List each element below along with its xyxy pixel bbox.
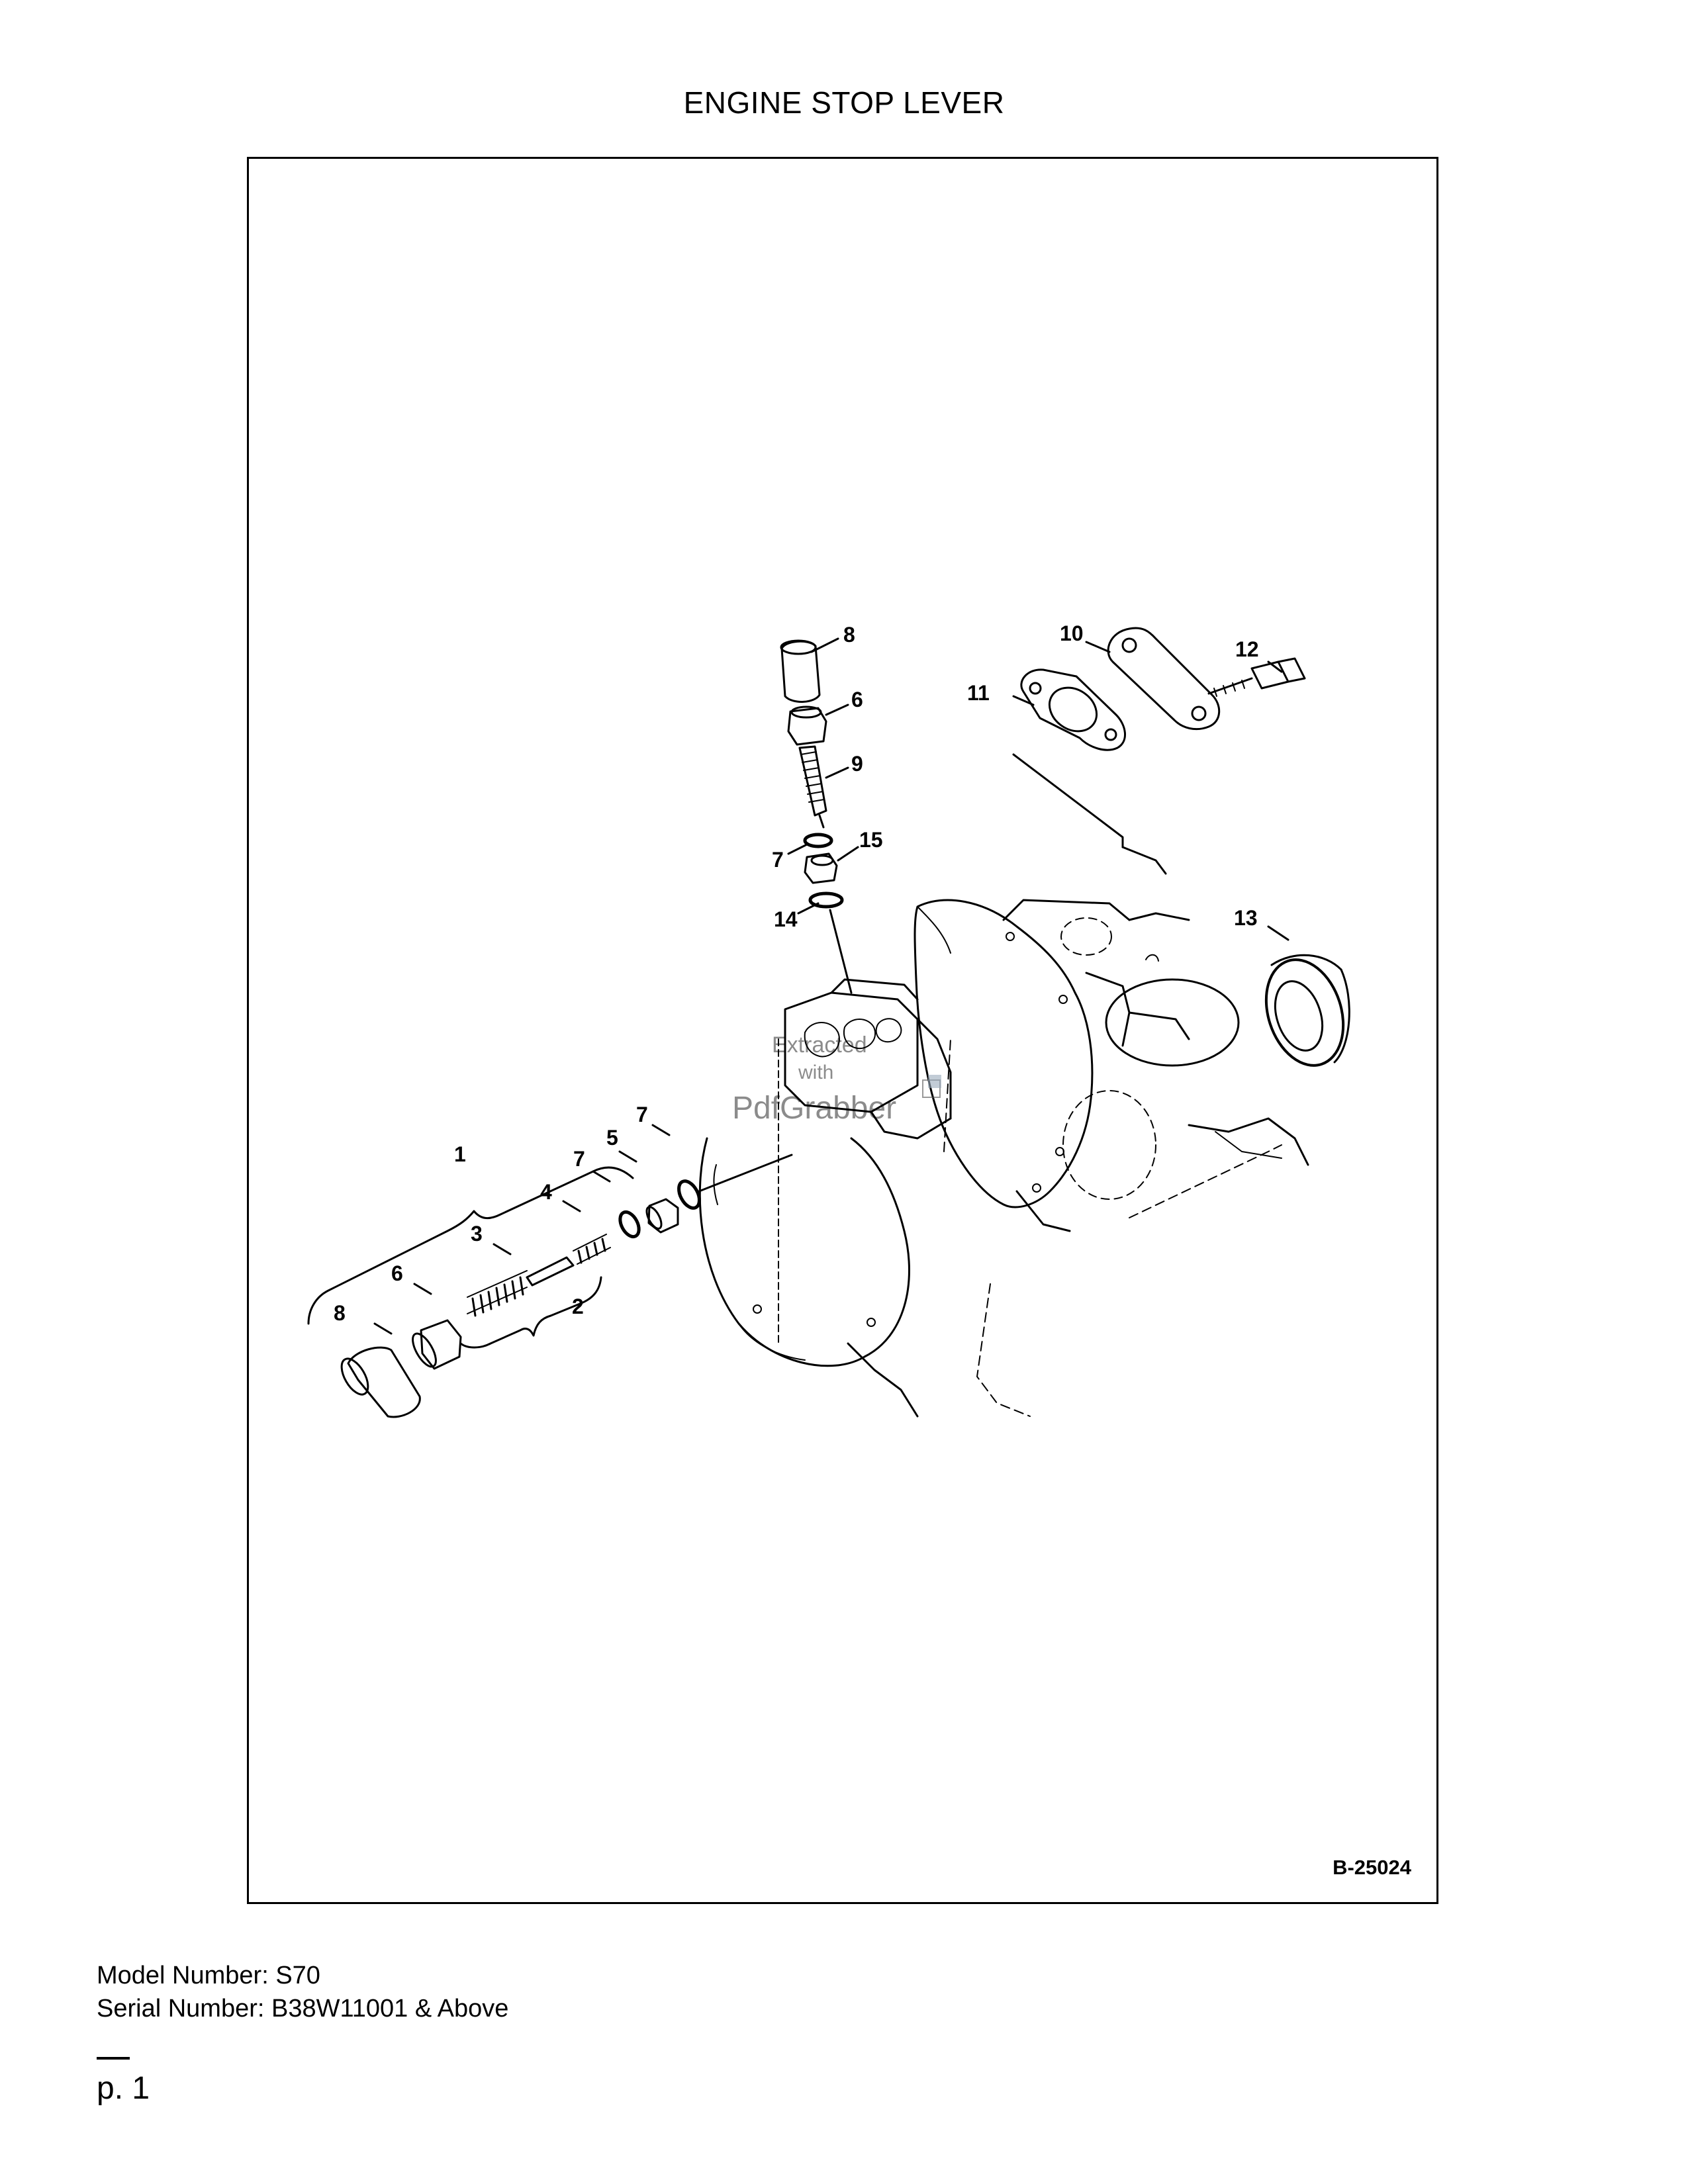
page-number: p. 1 <box>97 2071 150 2106</box>
stop-cover-plate <box>1107 627 1221 731</box>
model-info: Model Number: S70 Serial Number: B38W110… <box>97 1959 508 2025</box>
spring-lower <box>467 1270 528 1298</box>
washer-7a <box>618 1210 641 1239</box>
timing-cover <box>914 899 1094 1208</box>
callout-8-lower: 8 <box>334 1301 346 1325</box>
watermark-line-3: PdfGrabber <box>732 1091 896 1126</box>
model-number: Model Number: S70 <box>97 1962 320 1989</box>
watermark-line-1: Extracted <box>772 1032 867 1058</box>
callout-7-mid: 7 <box>573 1147 585 1171</box>
callout-2: 2 <box>572 1295 584 1318</box>
pump-body <box>784 991 919 1113</box>
gear-cover-left <box>698 1137 910 1367</box>
washer-14 <box>808 891 844 909</box>
watermark-line-2: with <box>798 1062 833 1083</box>
callout-9: 9 <box>851 752 863 776</box>
page-title: ENGINE STOP LEVER <box>683 85 1005 120</box>
callout-8-upper: 8 <box>843 623 855 647</box>
serial-number: Serial Number: B38W11001 & Above <box>97 1995 509 2023</box>
cover-bolt <box>1250 660 1289 690</box>
callout-14: 14 <box>774 907 798 931</box>
exploded-parts-diagram: 8 6 9 7 15 14 10 11 12 13 1 2 3 4 5 6 7 … <box>307 621 1350 1418</box>
cap-upper <box>780 640 821 703</box>
washer-7b <box>677 1179 701 1210</box>
callout-7-right: 7 <box>636 1103 648 1126</box>
bracket-group-2 <box>459 1276 602 1349</box>
callout-3: 3 <box>471 1222 483 1246</box>
bracket-group-1 <box>307 1166 634 1325</box>
washer-upper <box>803 833 833 848</box>
callout-13: 13 <box>1234 906 1258 930</box>
page-divider <box>97 2057 130 2060</box>
callout-5: 5 <box>606 1126 618 1150</box>
adjuster-screw <box>798 745 827 817</box>
figure-code: B-25024 <box>1333 1856 1411 1879</box>
nut-lower <box>420 1319 462 1370</box>
shaft <box>526 1256 575 1287</box>
o-ring <box>1105 978 1240 1067</box>
nut-5 <box>647 1198 679 1234</box>
oil-seal <box>1264 958 1345 1067</box>
callout-4: 4 <box>540 1180 552 1204</box>
callout-7-upper: 7 <box>772 848 784 872</box>
callout-6-lower: 6 <box>391 1261 403 1285</box>
callout-15: 15 <box>859 828 883 852</box>
gasket <box>1020 668 1127 751</box>
cap-lower <box>347 1346 421 1418</box>
nut-15 <box>804 852 838 884</box>
diagram-frame: 8 6 9 7 15 14 10 11 12 13 1 2 3 4 5 6 7 … <box>247 157 1438 1904</box>
callout-12: 12 <box>1235 637 1259 661</box>
callout-11: 11 <box>967 681 990 705</box>
callout-1: 1 <box>454 1142 466 1166</box>
callout-10: 10 <box>1060 621 1084 645</box>
callout-6-upper: 6 <box>851 688 863 711</box>
